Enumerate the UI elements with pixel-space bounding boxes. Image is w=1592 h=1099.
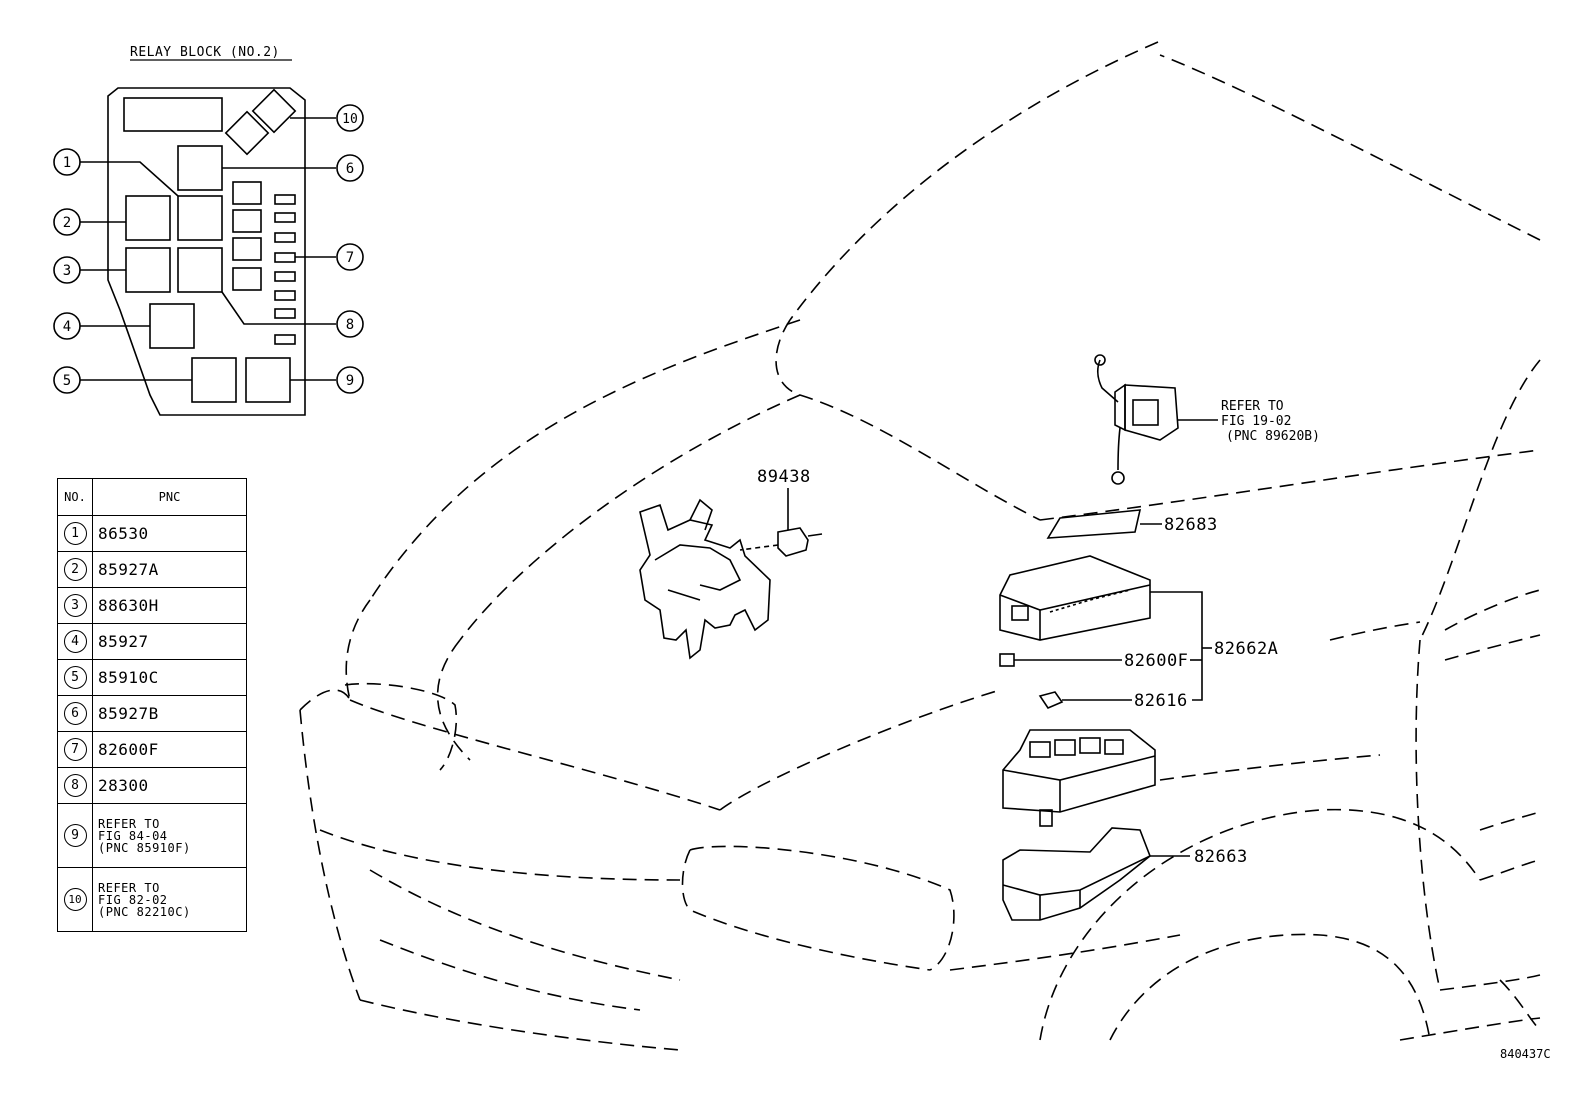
row-number: 6	[63, 702, 87, 725]
pnc-table: NO. PNC 1 86530 2 85927A 3 88630H 4 8592…	[57, 478, 247, 932]
table-row: 4 85927	[57, 623, 247, 660]
relay-block-schematic	[53, 59, 364, 416]
vehicle-outline	[299, 41, 1541, 1051]
label-plate	[1046, 509, 1142, 539]
part-label-82600f: 82600F	[1124, 651, 1188, 671]
part-label-89438: 89438	[757, 467, 811, 487]
callout-10: 10	[342, 112, 358, 127]
relay-block-cover	[999, 555, 1212, 701]
row-number: 7	[63, 738, 87, 761]
table-row: 8 28300	[57, 767, 247, 804]
callout-8: 8	[346, 317, 354, 333]
clip-82616	[1038, 691, 1132, 709]
table-header-pnc: PNC	[92, 478, 247, 516]
table-row: 9 REFER TO FIG 84-04 (PNC 85910F)	[57, 803, 247, 868]
callout-circle	[53, 148, 81, 176]
row-pnc: 86530	[92, 515, 247, 552]
row-number: 9	[63, 824, 87, 847]
callout-labels: 1 2 3 4 5 6 7 8 9 10	[63, 112, 358, 389]
svg-text:REFER TO: REFER TO	[1221, 399, 1284, 414]
part-label-82683: 82683	[1164, 515, 1218, 535]
row-number: 1	[63, 522, 87, 545]
callout-3: 3	[63, 263, 71, 279]
lower-case-82663	[1002, 827, 1190, 921]
table-row: 6 85927B	[57, 695, 247, 732]
row-pnc: 85927	[92, 623, 247, 660]
part-89438-assembly	[639, 488, 823, 660]
table-row: 2 85927A	[57, 551, 247, 588]
module-89620b	[1094, 354, 1218, 485]
callout-circle	[336, 104, 364, 132]
callout-4: 4	[63, 319, 71, 335]
row-number: 10	[63, 888, 87, 911]
fuse-82600f	[999, 653, 1202, 667]
drawing-code: 840437C	[1500, 1047, 1551, 1061]
callout-circle	[53, 256, 81, 284]
callout-7: 7	[346, 250, 354, 266]
table-row: 7 82600F	[57, 731, 247, 768]
row-pnc: 85927A	[92, 551, 247, 588]
refer-note-89620b: REFER TO FIG 19-02 (PNC 89620B)	[1221, 399, 1320, 444]
table-row: 1 86530	[57, 515, 247, 552]
callout-circle	[53, 312, 81, 340]
callout-9: 9	[346, 373, 354, 389]
callout-circle	[336, 310, 364, 338]
row-pnc: 88630H	[92, 587, 247, 624]
row-pnc: 82600F	[92, 731, 247, 768]
callout-circle	[336, 243, 364, 271]
row-number: 2	[63, 558, 87, 581]
row-number: 5	[63, 666, 87, 689]
table-row: 5 85910C	[57, 659, 247, 696]
callout-circle	[53, 208, 81, 236]
part-label-82663: 82663	[1194, 847, 1248, 867]
table-header-no: NO.	[57, 478, 93, 516]
relay-block-body	[1002, 729, 1156, 827]
table-row: 3 88630H	[57, 587, 247, 624]
row-number: 4	[63, 630, 87, 653]
part-label-82662a: 82662A	[1214, 639, 1278, 659]
row-pnc: 85910C	[92, 659, 247, 696]
table-row: 10 REFER TO FIG 82-02 (PNC 82210C)	[57, 867, 247, 932]
row-number: 8	[63, 774, 87, 797]
callout-6: 6	[346, 161, 354, 177]
callout-5: 5	[63, 373, 71, 389]
relay-block-title: RELAY BLOCK (NO.2)	[130, 45, 280, 60]
svg-text:FIG 19-02: FIG 19-02	[1221, 414, 1291, 429]
callout-circle	[53, 366, 81, 394]
callout-2: 2	[63, 215, 71, 231]
callout-1: 1	[63, 155, 71, 171]
row-reference: REFER TO FIG 84-04 (PNC 85910F)	[92, 803, 247, 868]
callout-circle	[336, 366, 364, 394]
row-pnc: 85927B	[92, 695, 247, 732]
row-reference: REFER TO FIG 82-02 (PNC 82210C)	[92, 867, 247, 932]
part-label-82616: 82616	[1134, 691, 1188, 711]
svg-text:(PNC 89620B): (PNC 89620B)	[1226, 429, 1320, 444]
row-number: 3	[63, 594, 87, 617]
row-pnc: 28300	[92, 767, 247, 804]
callout-circle	[336, 154, 364, 182]
